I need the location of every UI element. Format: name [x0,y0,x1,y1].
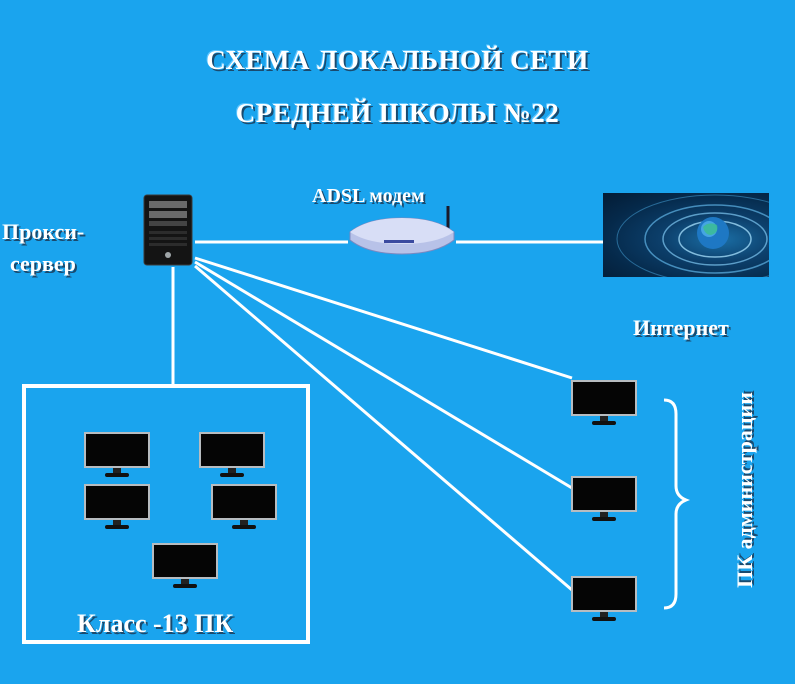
class-label: Класс -13 ПК [77,609,234,638]
internet-label: Интернет [633,315,729,340]
link-server-admin3 [194,264,573,592]
monitor-icon [84,484,150,520]
monitor-icon [84,432,150,468]
monitor-icon [571,380,637,416]
internet-globe-image [603,193,769,277]
monitor-icon [571,576,637,612]
monitor-icon [211,484,277,520]
link-server-admin1 [194,256,573,380]
monitor-icon [152,543,218,579]
adsl-modem-icon [349,206,455,255]
admin-brace [663,398,691,610]
link-server-admin2 [194,260,573,490]
admin-pc-2 [571,476,637,522]
diagram-title-line2: СРЕДНЕЙ ШКОЛЫ №22 [235,98,560,128]
admin-label: ПК администрации [732,392,757,588]
monitor-icon [199,432,265,468]
diagram-title-line1: СХЕМА ЛОКАЛЬНОЙ СЕТИ [206,45,589,75]
admin-pc-3 [571,576,637,622]
proxy-label-line2: сервер [10,251,76,276]
monitor-icon [571,476,637,512]
classroom-box [22,384,310,644]
tower-server-icon [143,194,193,266]
admin-pc-1 [571,380,637,426]
class-pc-1 [84,432,150,478]
proxy-label-line1: Прокси- [2,219,85,244]
class-pc-4 [211,484,277,530]
class-pc-3 [84,484,150,530]
modem-label: ADSL модем [312,185,425,207]
globe-icon [616,194,769,277]
class-pc-5 [152,543,218,589]
class-pc-2 [199,432,265,478]
